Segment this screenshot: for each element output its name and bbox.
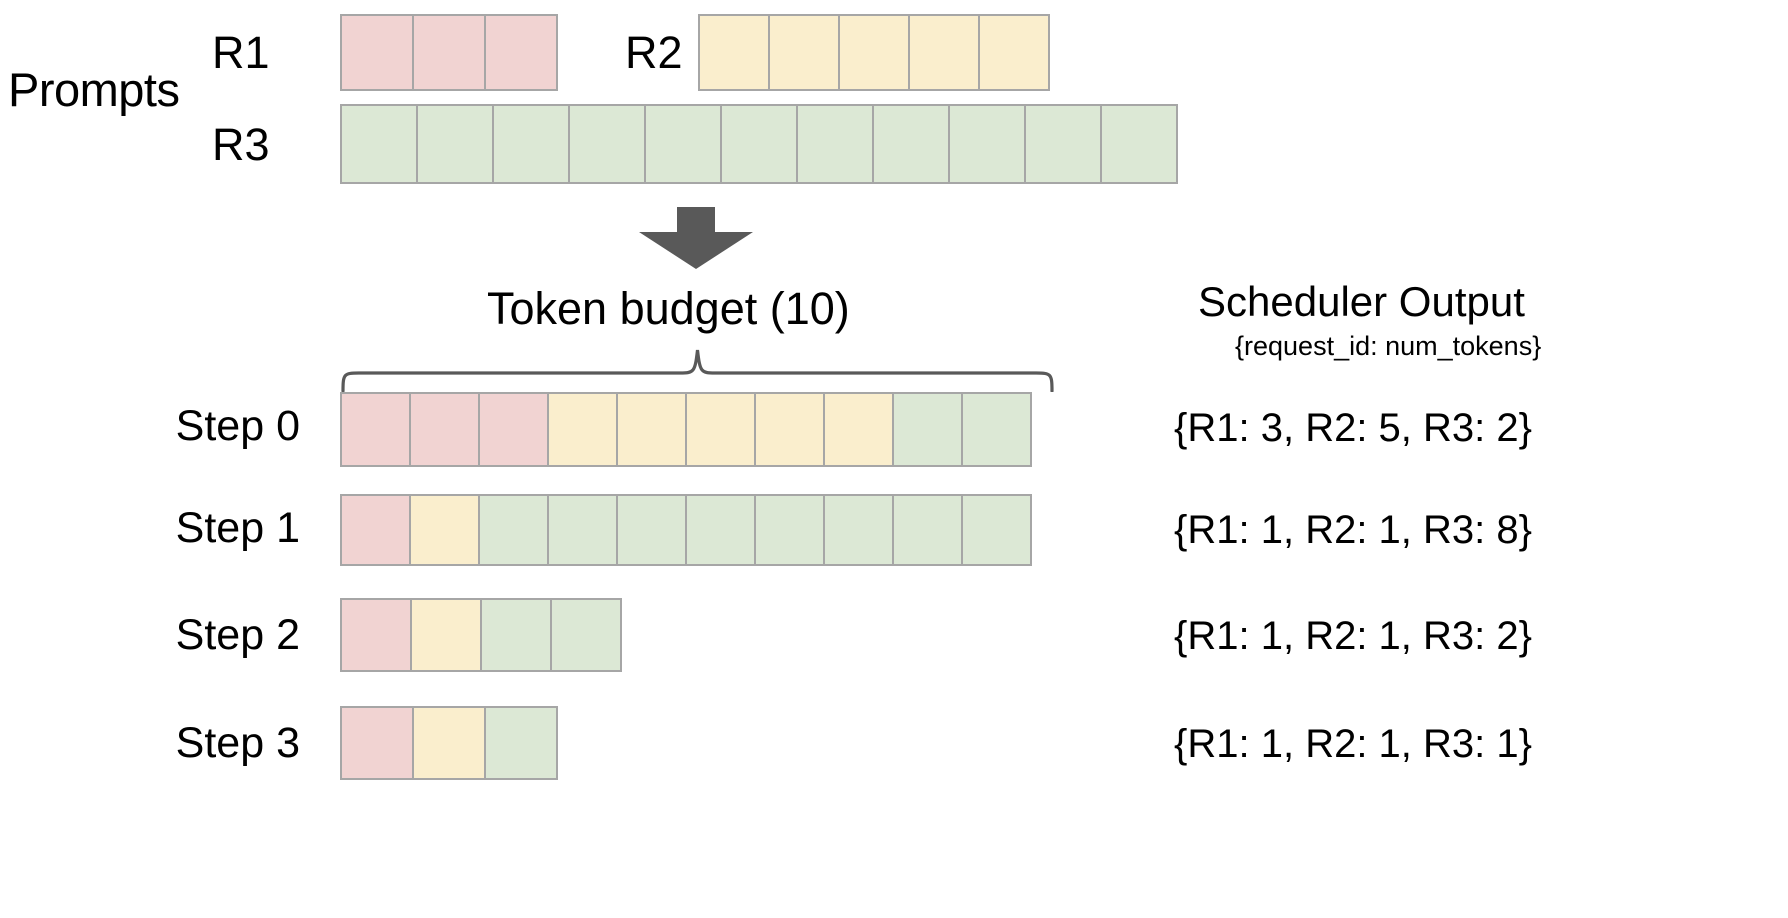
token-cell <box>484 706 558 780</box>
token-cell <box>340 392 411 467</box>
prompt-token-row-r3 <box>340 104 1178 184</box>
token-cell <box>892 494 963 566</box>
token-cell <box>410 598 482 672</box>
token-cell <box>838 14 910 91</box>
token-cell <box>492 104 570 184</box>
token-cell <box>754 392 825 467</box>
scheduler-output-row-3: {R1: 1, R2: 1, R3: 1} <box>1174 722 1532 766</box>
token-cell <box>416 104 494 184</box>
token-cell <box>478 392 549 467</box>
curly-brace-icon <box>340 348 1055 393</box>
token-cell <box>616 392 687 467</box>
scheduler-output-subtitle: {request_id: num_tokens} <box>1235 331 1542 361</box>
token-cell <box>340 598 412 672</box>
step-token-row-3 <box>340 706 558 780</box>
token-budget-label: Token budget (10) <box>487 283 850 334</box>
scheduler-output-row-1: {R1: 1, R2: 1, R3: 8} <box>1174 508 1532 552</box>
token-cell <box>550 598 622 672</box>
token-cell <box>340 14 414 91</box>
token-cell <box>961 494 1032 566</box>
step-token-row-0 <box>340 392 1032 467</box>
token-cell <box>484 14 558 91</box>
token-cell <box>340 706 414 780</box>
token-cell <box>412 14 486 91</box>
scheduler-output-row-0: {R1: 3, R2: 5, R3: 2} <box>1174 406 1532 450</box>
token-cell <box>908 14 980 91</box>
step-label-0: Step 0 <box>175 402 300 450</box>
token-cell <box>480 598 552 672</box>
token-cell <box>720 104 798 184</box>
token-cell <box>823 392 894 467</box>
token-cell <box>948 104 1026 184</box>
step-token-row-2 <box>340 598 622 672</box>
token-cell <box>872 104 950 184</box>
token-cell <box>547 392 618 467</box>
token-cell <box>644 104 722 184</box>
token-cell <box>412 706 486 780</box>
prompt-token-row-r2 <box>698 14 1050 91</box>
token-cell <box>892 392 963 467</box>
token-cell <box>409 392 480 467</box>
token-cell <box>478 494 549 566</box>
token-cell <box>1100 104 1178 184</box>
step-label-1: Step 1 <box>175 504 300 552</box>
token-cell <box>768 14 840 91</box>
token-cell <box>961 392 1032 467</box>
scheduler-output-row-2: {R1: 1, R2: 1, R3: 2} <box>1174 614 1532 658</box>
scheduler-output-title: Scheduler Output <box>1198 278 1525 325</box>
token-cell <box>685 494 756 566</box>
down-arrow-icon <box>636 207 756 269</box>
step-token-row-1 <box>340 494 1032 566</box>
token-cell <box>409 494 480 566</box>
step-label-3: Step 3 <box>175 719 300 767</box>
token-cell <box>616 494 687 566</box>
token-cell <box>340 494 411 566</box>
token-cell <box>685 392 756 467</box>
request-label-r1: R1 <box>212 27 270 78</box>
token-cell <box>698 14 770 91</box>
token-cell <box>796 104 874 184</box>
prompts-section-label: Prompts <box>8 63 180 116</box>
prompt-token-row-r1 <box>340 14 558 91</box>
token-cell <box>340 104 418 184</box>
step-label-2: Step 2 <box>175 611 300 659</box>
request-label-r3: R3 <box>212 119 270 170</box>
token-cell <box>978 14 1050 91</box>
token-cell <box>547 494 618 566</box>
request-label-r2: R2 <box>625 27 683 78</box>
token-cell <box>823 494 894 566</box>
token-cell <box>1024 104 1102 184</box>
token-cell <box>568 104 646 184</box>
token-cell <box>754 494 825 566</box>
